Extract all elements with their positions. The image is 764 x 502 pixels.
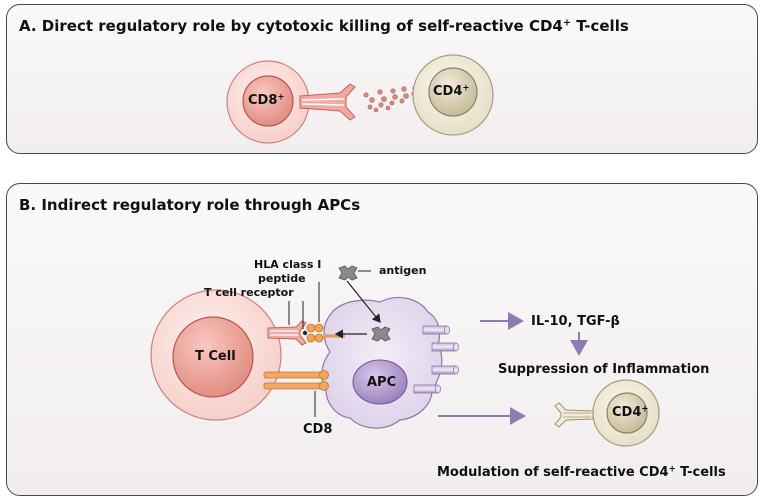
processed-antigen-icon <box>371 326 391 342</box>
cd8-label-a: CD8+ <box>248 91 285 108</box>
cd4-cell-a <box>412 54 494 136</box>
cd8-cell-a <box>226 60 310 144</box>
t-cell-label: T Cell <box>195 349 236 364</box>
panel-b-title: B. Indirect regulatory role through APCs <box>19 196 361 214</box>
tcr-receptor-a <box>299 83 356 121</box>
antigen-uptake-arrow <box>346 280 381 323</box>
peptide-dot <box>302 330 308 336</box>
panel-a <box>6 4 758 154</box>
antigen-icon <box>338 265 358 281</box>
cd4-label-a: CD4+ <box>433 82 470 99</box>
tcr-label: T cell receptor <box>204 286 294 299</box>
cd4-label-b: CD4+ <box>612 403 649 420</box>
antigen-label: antigen <box>379 264 427 277</box>
apc-label: APC <box>367 375 397 390</box>
hla-class-i-label: HLA class I <box>254 258 322 271</box>
apc-surface-receptors <box>413 325 459 394</box>
t-cell <box>150 289 282 421</box>
panel-a-title: A. Direct regulatory role by cytotoxic k… <box>19 17 629 35</box>
cd4-receptor-b <box>554 402 594 428</box>
suppression-label: Suppression of Inflammation <box>498 362 710 377</box>
cd8-coreceptor <box>263 370 329 391</box>
modulation-label: Modulation of self-reactive CD4+ T-cells <box>437 463 726 480</box>
cytokines-label: IL-10, TGF-β <box>531 314 620 329</box>
cd8-label-b: CD8 <box>303 422 333 437</box>
apc-cell <box>321 297 443 429</box>
t-cell-receptor <box>267 320 307 346</box>
cytotoxic-granules <box>363 85 418 113</box>
label-pointers <box>288 270 371 417</box>
cd4-cell-b <box>592 379 660 447</box>
peptide-label: peptide <box>258 272 306 285</box>
